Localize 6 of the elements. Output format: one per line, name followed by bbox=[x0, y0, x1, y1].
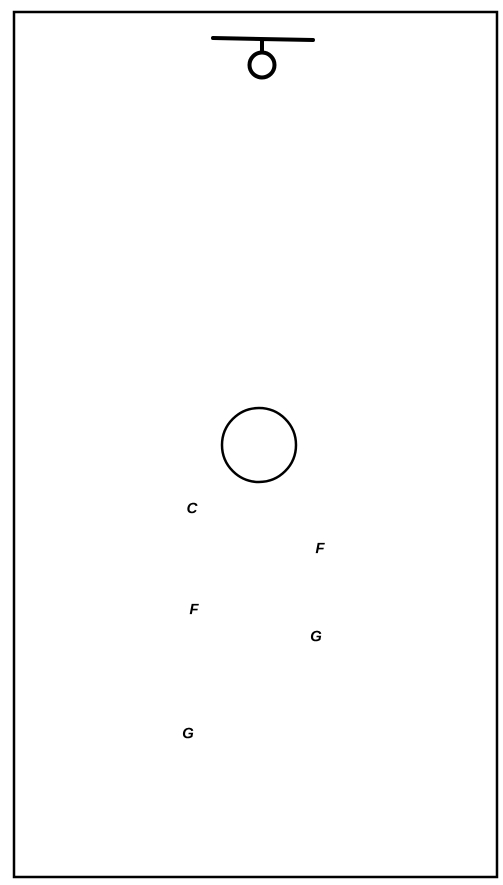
letter-label: G bbox=[182, 728, 194, 738]
letter-label: F bbox=[316, 542, 325, 554]
circle bbox=[220, 406, 298, 484]
letter-label: C bbox=[187, 502, 198, 514]
letter-label: G bbox=[310, 630, 322, 642]
letter-label: F bbox=[190, 604, 199, 614]
